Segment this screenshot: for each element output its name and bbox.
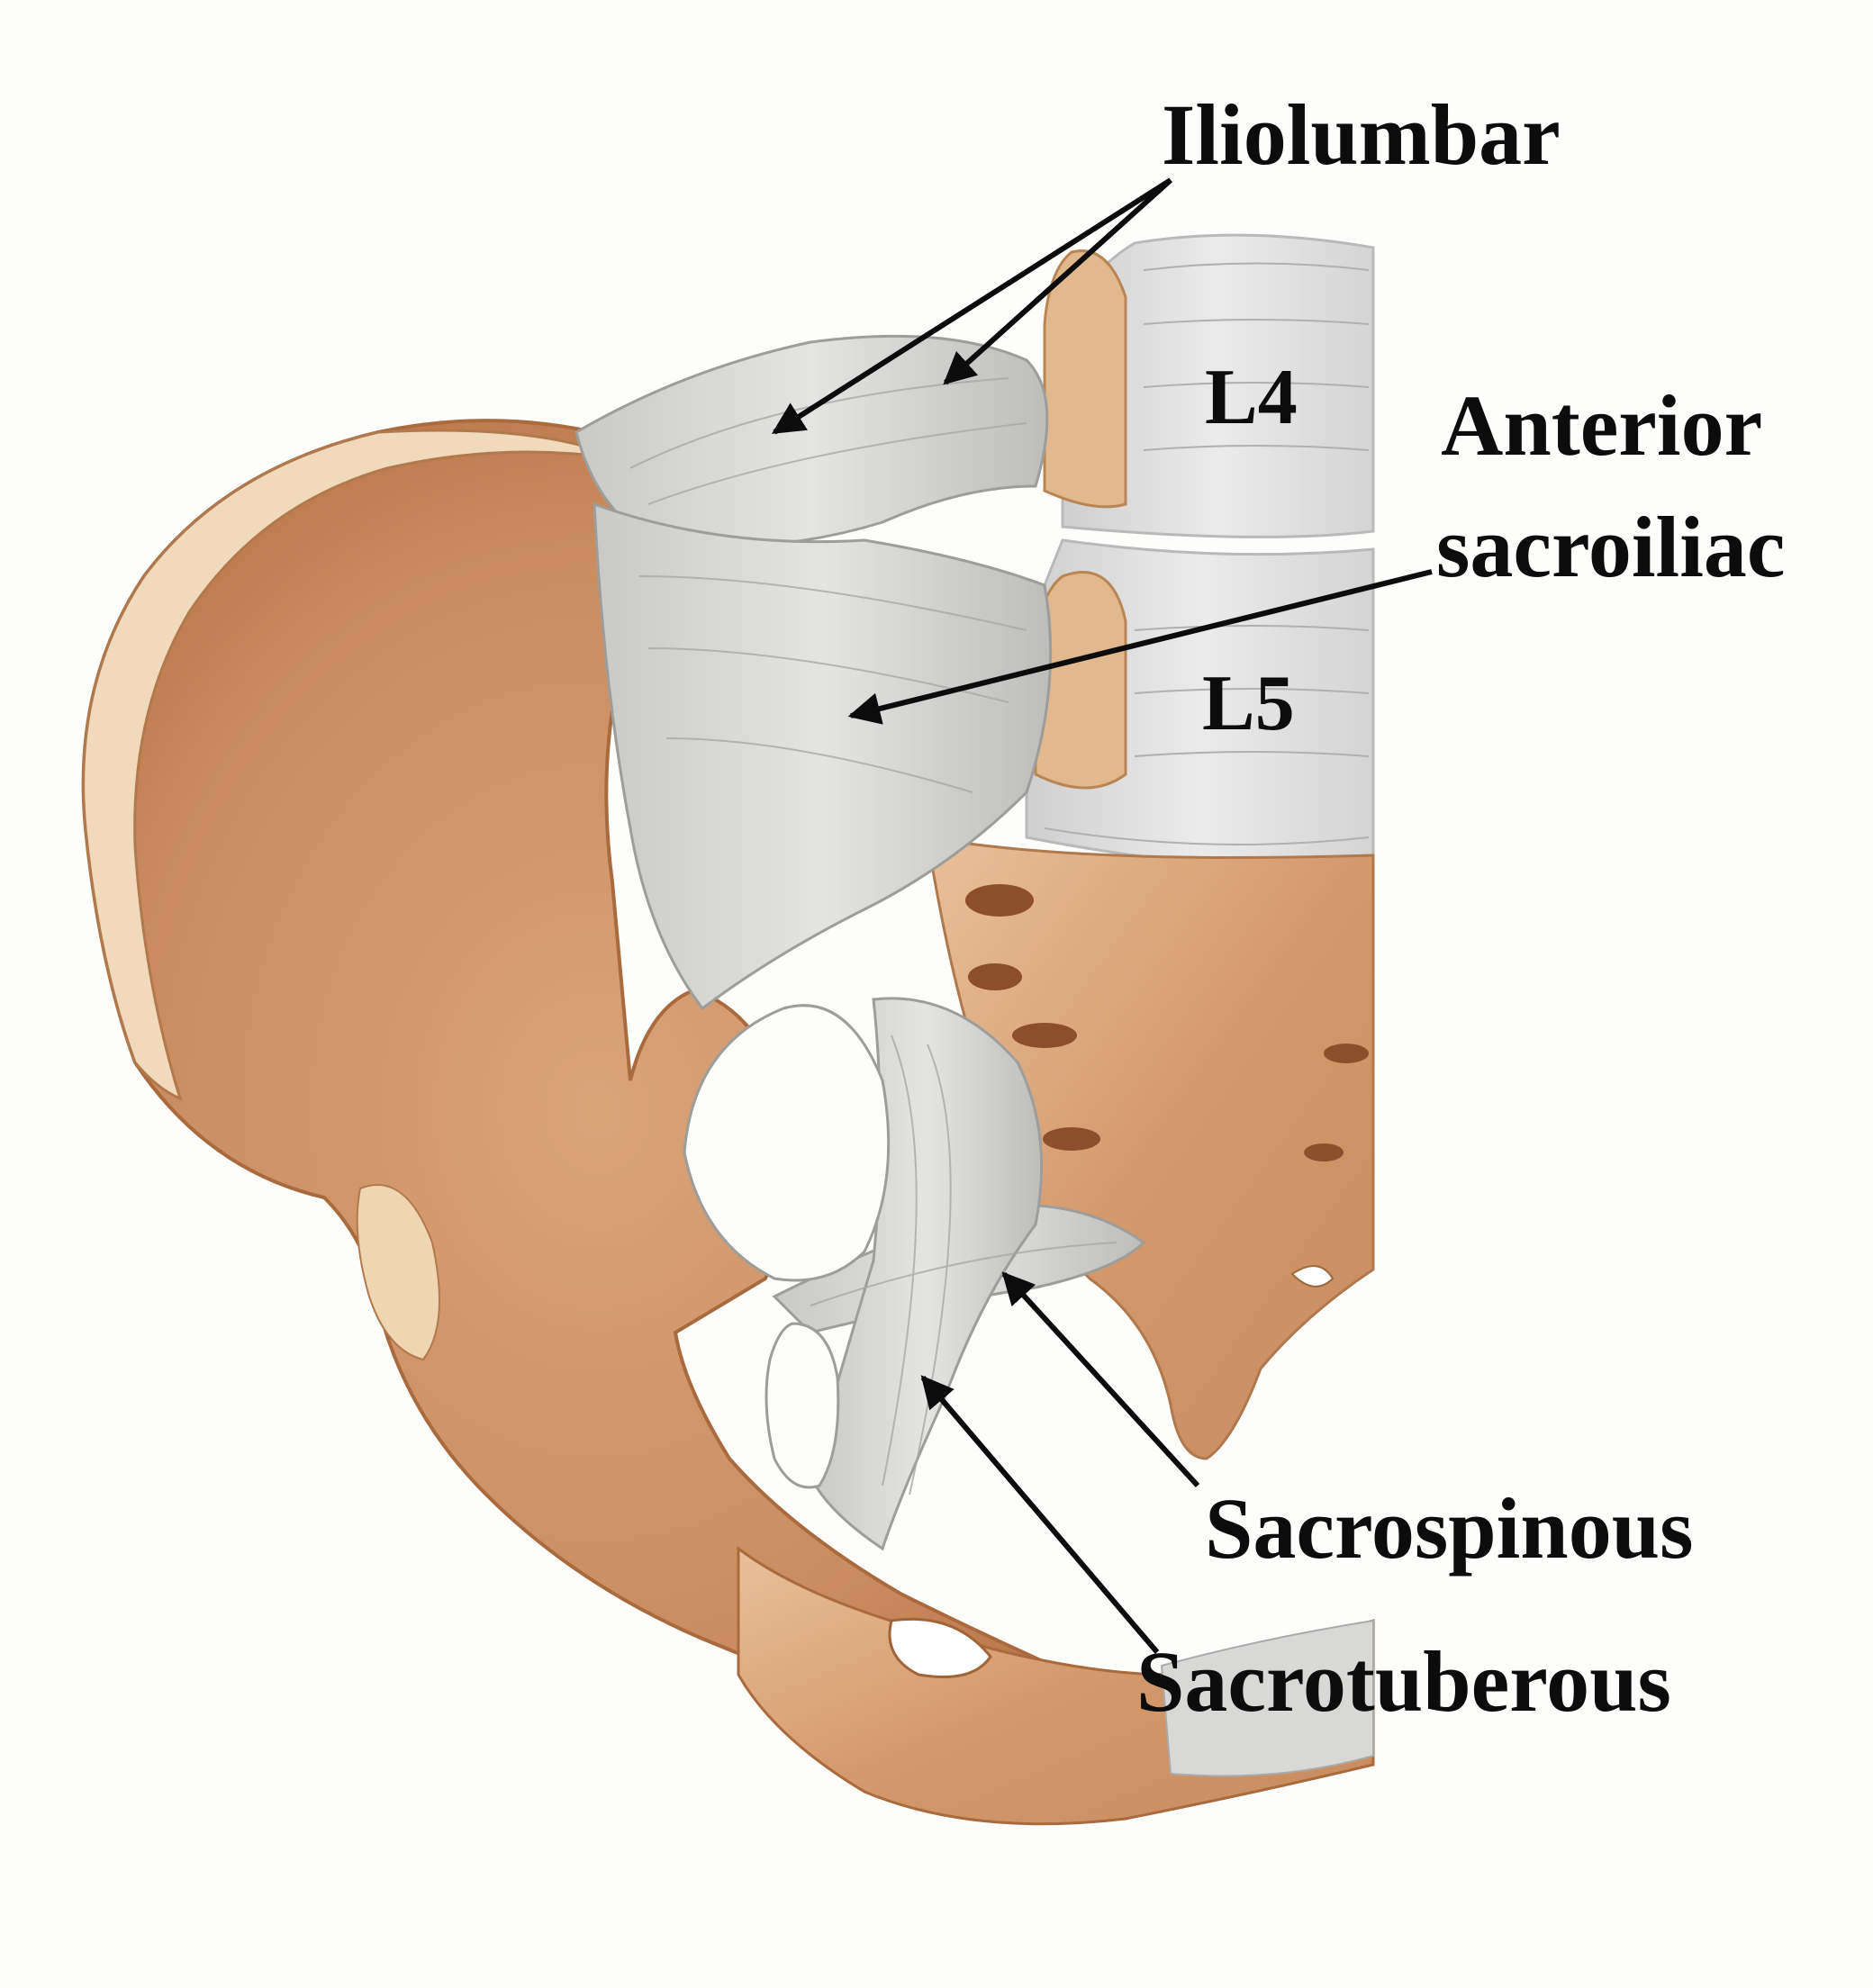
iliac-crest (82, 429, 622, 1101)
anterior-sacroiliac-label-line1: Anterior (1441, 377, 1762, 474)
sacrospinous-label: Sacrospinous (1205, 1480, 1693, 1577)
lumbar-spine (1025, 233, 1375, 870)
iliolumbar-label: Iliolumbar (1162, 86, 1561, 183)
iliolumbar-arrow-2 (943, 177, 1173, 385)
iliolumbar-arrow-1 (771, 177, 1172, 435)
sacral-foramina (965, 884, 1369, 1161)
ischial-tuberosity (356, 1184, 440, 1361)
greater-sciatic-foramen (683, 1004, 891, 1282)
anterior-sacroiliac-arrow (847, 569, 1433, 725)
l5-label: L5 (1202, 660, 1295, 747)
lesser-sciatic-foramen (765, 1322, 840, 1489)
sacral-hiatus (1290, 1265, 1335, 1288)
sacrospinous-arrow (1001, 1271, 1200, 1488)
anterior-sacroiliac-label-line2: sacroiliac (1436, 499, 1785, 595)
sacrotuberous-ligament (809, 997, 1044, 1551)
pointer-arrows (771, 177, 1433, 1654)
ligaments (575, 334, 1146, 1551)
l4-transverse-process (1043, 249, 1127, 509)
pubic-symphysis (1160, 1619, 1374, 1777)
hip-bone (81, 419, 1375, 1826)
sacrotuberous-label: Sacrotuberous (1136, 1633, 1671, 1730)
sacrotuberous-arrow (920, 1375, 1160, 1654)
disc-lines (1044, 262, 1370, 845)
obturator-foramen (888, 1617, 992, 1678)
iliolumbar-ligament (575, 334, 1049, 548)
anterior-sacroiliac-ligament (593, 502, 1053, 1011)
labels: Iliolumbar L4 Anterior sacroiliac L5 Sac… (1136, 86, 1785, 1730)
l4-label: L4 (1205, 354, 1298, 441)
